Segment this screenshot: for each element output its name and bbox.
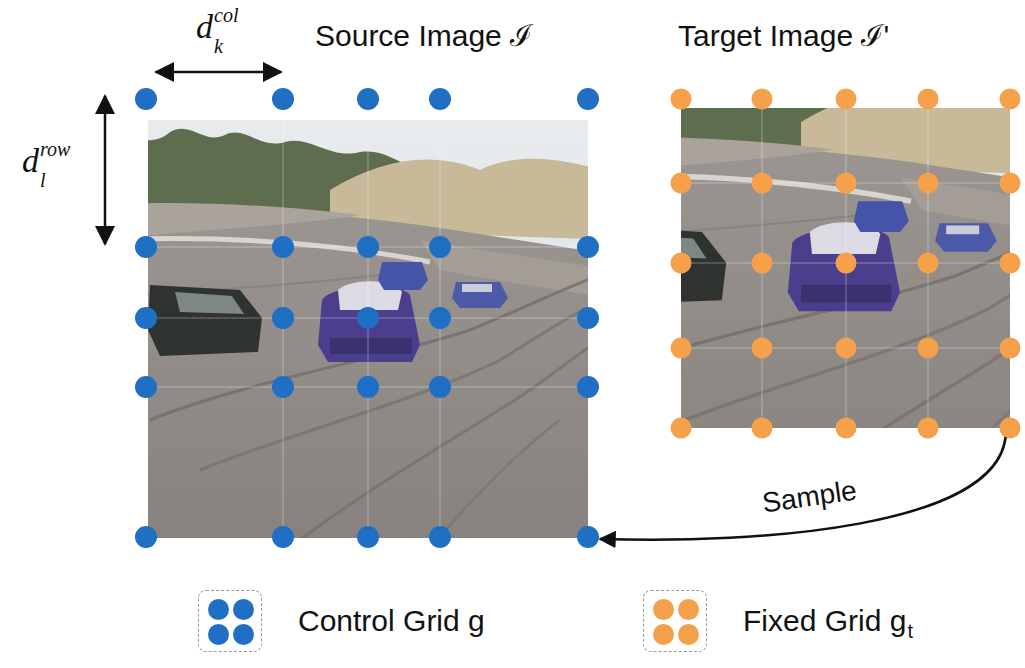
- control-grid-dot: [429, 236, 451, 258]
- fixed-grid-dot: [1000, 253, 1021, 274]
- swatch-dot: [208, 599, 229, 620]
- swatch-dot: [678, 599, 699, 620]
- swatch-dot: [653, 624, 674, 645]
- control-grid-dot: [272, 236, 294, 258]
- fixed-grid-dot: [918, 173, 939, 194]
- fixed-grid-dot: [671, 253, 692, 274]
- fixed-grid-dot: [836, 338, 857, 359]
- fixed-grid-dot: [836, 253, 857, 274]
- dimension-superscript: col: [214, 3, 238, 27]
- control-grid-dot: [357, 526, 379, 548]
- control-grid-dot: [135, 236, 157, 258]
- fixed-grid-dot: [836, 418, 857, 439]
- fixed-grid-dot: [671, 173, 692, 194]
- swatch-dot: [233, 624, 254, 645]
- fixed-grid-dot: [836, 89, 857, 110]
- control-grid-dot: [272, 376, 294, 398]
- fixed-grid-dot: [671, 338, 692, 359]
- swatch-dot: [233, 599, 254, 620]
- fixed-grid-dot: [752, 338, 773, 359]
- fixed-grid-dot: [918, 418, 939, 439]
- dimension-subscript: l: [40, 168, 46, 192]
- control-grid-dot: [357, 307, 379, 329]
- control-grid-dot: [272, 307, 294, 329]
- legend-item: Control Grid g: [198, 590, 485, 652]
- dimension-symbol: d: [22, 142, 39, 180]
- legend-text: Control Grid g: [298, 603, 485, 639]
- source-image: Source Image ℐ: [130, 12, 600, 547]
- control-grid-dot: [429, 526, 451, 548]
- fixed-grid-dot: [1000, 418, 1021, 439]
- control-grid-dot: [357, 88, 379, 110]
- swatch-dot: [653, 599, 674, 620]
- legend-subscript: t: [907, 620, 913, 643]
- fixed-grid-dot: [752, 418, 773, 439]
- dimension-subscript: k: [214, 34, 223, 58]
- control-grid-dot: [577, 376, 599, 398]
- control-grid-dot: [272, 88, 294, 110]
- sample-arrow: [600, 437, 1006, 540]
- image-title: Source Image ℐ: [315, 18, 532, 54]
- dimension-superscript: row: [40, 137, 70, 161]
- control-grid-dot: [577, 307, 599, 329]
- control-grid-dot: [135, 307, 157, 329]
- fixed-grid-dot: [918, 338, 939, 359]
- fixed-grid-dot: [836, 173, 857, 194]
- control-grid-dot: [577, 236, 599, 258]
- swatch-dot: [678, 624, 699, 645]
- control-grid-dot: [577, 526, 599, 548]
- control-grid-dot: [135, 88, 157, 110]
- fixed-grid-dot: [752, 89, 773, 110]
- control-grid-dot: [429, 88, 451, 110]
- fixed-grid-dot: [1000, 89, 1021, 110]
- legend-swatch: [198, 590, 262, 652]
- fixed-grid-dot: [1000, 338, 1021, 359]
- dimension-symbol: d: [196, 8, 213, 46]
- control-grid-dot: [272, 526, 294, 548]
- legend-item: Fixed Grid gt: [643, 590, 913, 652]
- fixed-grid-dot: [918, 253, 939, 274]
- edge-label: Sample: [757, 474, 861, 520]
- legend-text: Fixed Grid g: [743, 603, 906, 639]
- fixed-grid-dot: [671, 89, 692, 110]
- control-grid-dot: [429, 307, 451, 329]
- fixed-grid-dot: [1000, 173, 1021, 194]
- control-grid-dot: [357, 236, 379, 258]
- legend-swatch: [643, 590, 707, 652]
- target-image: Target Image ℐ': [660, 12, 1020, 437]
- image-title: Target Image ℐ': [678, 18, 889, 54]
- control-grid-dot: [135, 526, 157, 548]
- swatch-dot: [208, 624, 229, 645]
- fixed-grid-dot: [752, 253, 773, 274]
- control-grid-dot: [135, 376, 157, 398]
- control-grid-dot: [429, 376, 451, 398]
- fixed-grid-dot: [752, 173, 773, 194]
- control-grid-dot: [577, 88, 599, 110]
- fixed-grid-dot: [671, 418, 692, 439]
- fixed-grid-dot: [918, 89, 939, 110]
- control-grid-dot: [357, 376, 379, 398]
